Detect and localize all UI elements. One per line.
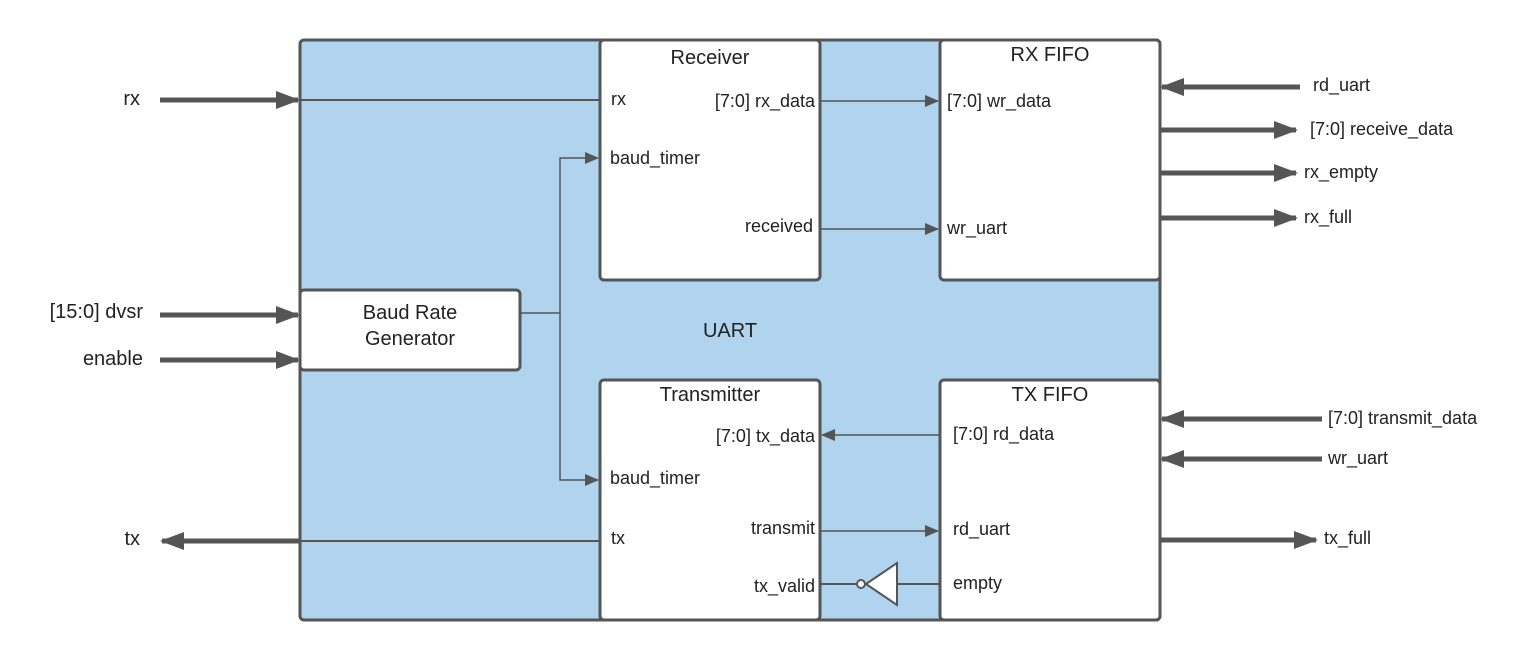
rx-fifo-wr-uart-port: wr_uart [947, 218, 1008, 238]
ext-tx-label: tx [124, 528, 140, 550]
baud-rate-generator-block [298, 288, 522, 372]
ext-rx-full-label: rx_full [1304, 207, 1353, 227]
transmitter-tx-data-port: [7:0] tx_data [715, 426, 815, 446]
ext-enable-label: enable [82, 348, 143, 370]
inverter-gate-icon [864, 561, 898, 607]
transmitter-transmit-port: transmit [750, 518, 815, 538]
transmitter-baud-timer-port: baud_timer [610, 468, 701, 488]
rx-fifo-title: RX FIFO [1010, 44, 1090, 66]
baud-timer-rx-wire [520, 152, 599, 314]
ext-dvsr-label: [15:0] dvsr [49, 301, 143, 323]
receiver-title: Receiver [670, 47, 750, 69]
tx-fifo-rd-uart-port: rd_uart [953, 519, 1011, 539]
rx-fifo-block [938, 38, 1162, 282]
receiver-received-port: received [744, 216, 813, 236]
inverter-bubble-icon [856, 579, 866, 589]
rx-fifo-wr-data-port: [7:0] wr_data [947, 91, 1052, 111]
transmitter-block [598, 378, 822, 622]
transmitter-tx-port: tx [611, 528, 626, 548]
tx-fifo-block [938, 378, 1162, 622]
tx-fifo-empty-port: empty [953, 573, 1003, 593]
receiver-block [598, 38, 822, 282]
baud-timer-tx-wire [559, 313, 599, 486]
ext-rd-uart-label: rd_uart [1313, 75, 1371, 95]
ext-tx-full-label: tx_full [1324, 528, 1372, 548]
receiver-rx-port: rx [611, 89, 626, 109]
receiver-rx-data-port: [7:0] rx_data [714, 91, 815, 111]
transmitter-title: Transmitter [659, 384, 761, 406]
transmitter-tx-valid-port: tx_valid [753, 576, 815, 596]
ext-rx-empty-label: rx_empty [1304, 162, 1379, 182]
baud-gen-line2: Generator [364, 328, 456, 350]
ext-transmit-data-label: [7:0] transmit_data [1328, 408, 1478, 428]
ext-wr-uart-label: wr_uart [1328, 448, 1389, 468]
tx-fifo-title: TX FIFO [1011, 384, 1089, 406]
baud-gen-line1: Baud Rate [362, 302, 458, 324]
uart-label: UART [702, 320, 758, 342]
ext-receive-data-label: [7:0] receive_data [1310, 119, 1454, 139]
tx-fifo-rd-data-port: [7:0] rd_data [953, 424, 1055, 444]
receiver-baud-timer-port: baud_timer [610, 148, 701, 168]
ext-rx-label: rx [123, 88, 140, 110]
